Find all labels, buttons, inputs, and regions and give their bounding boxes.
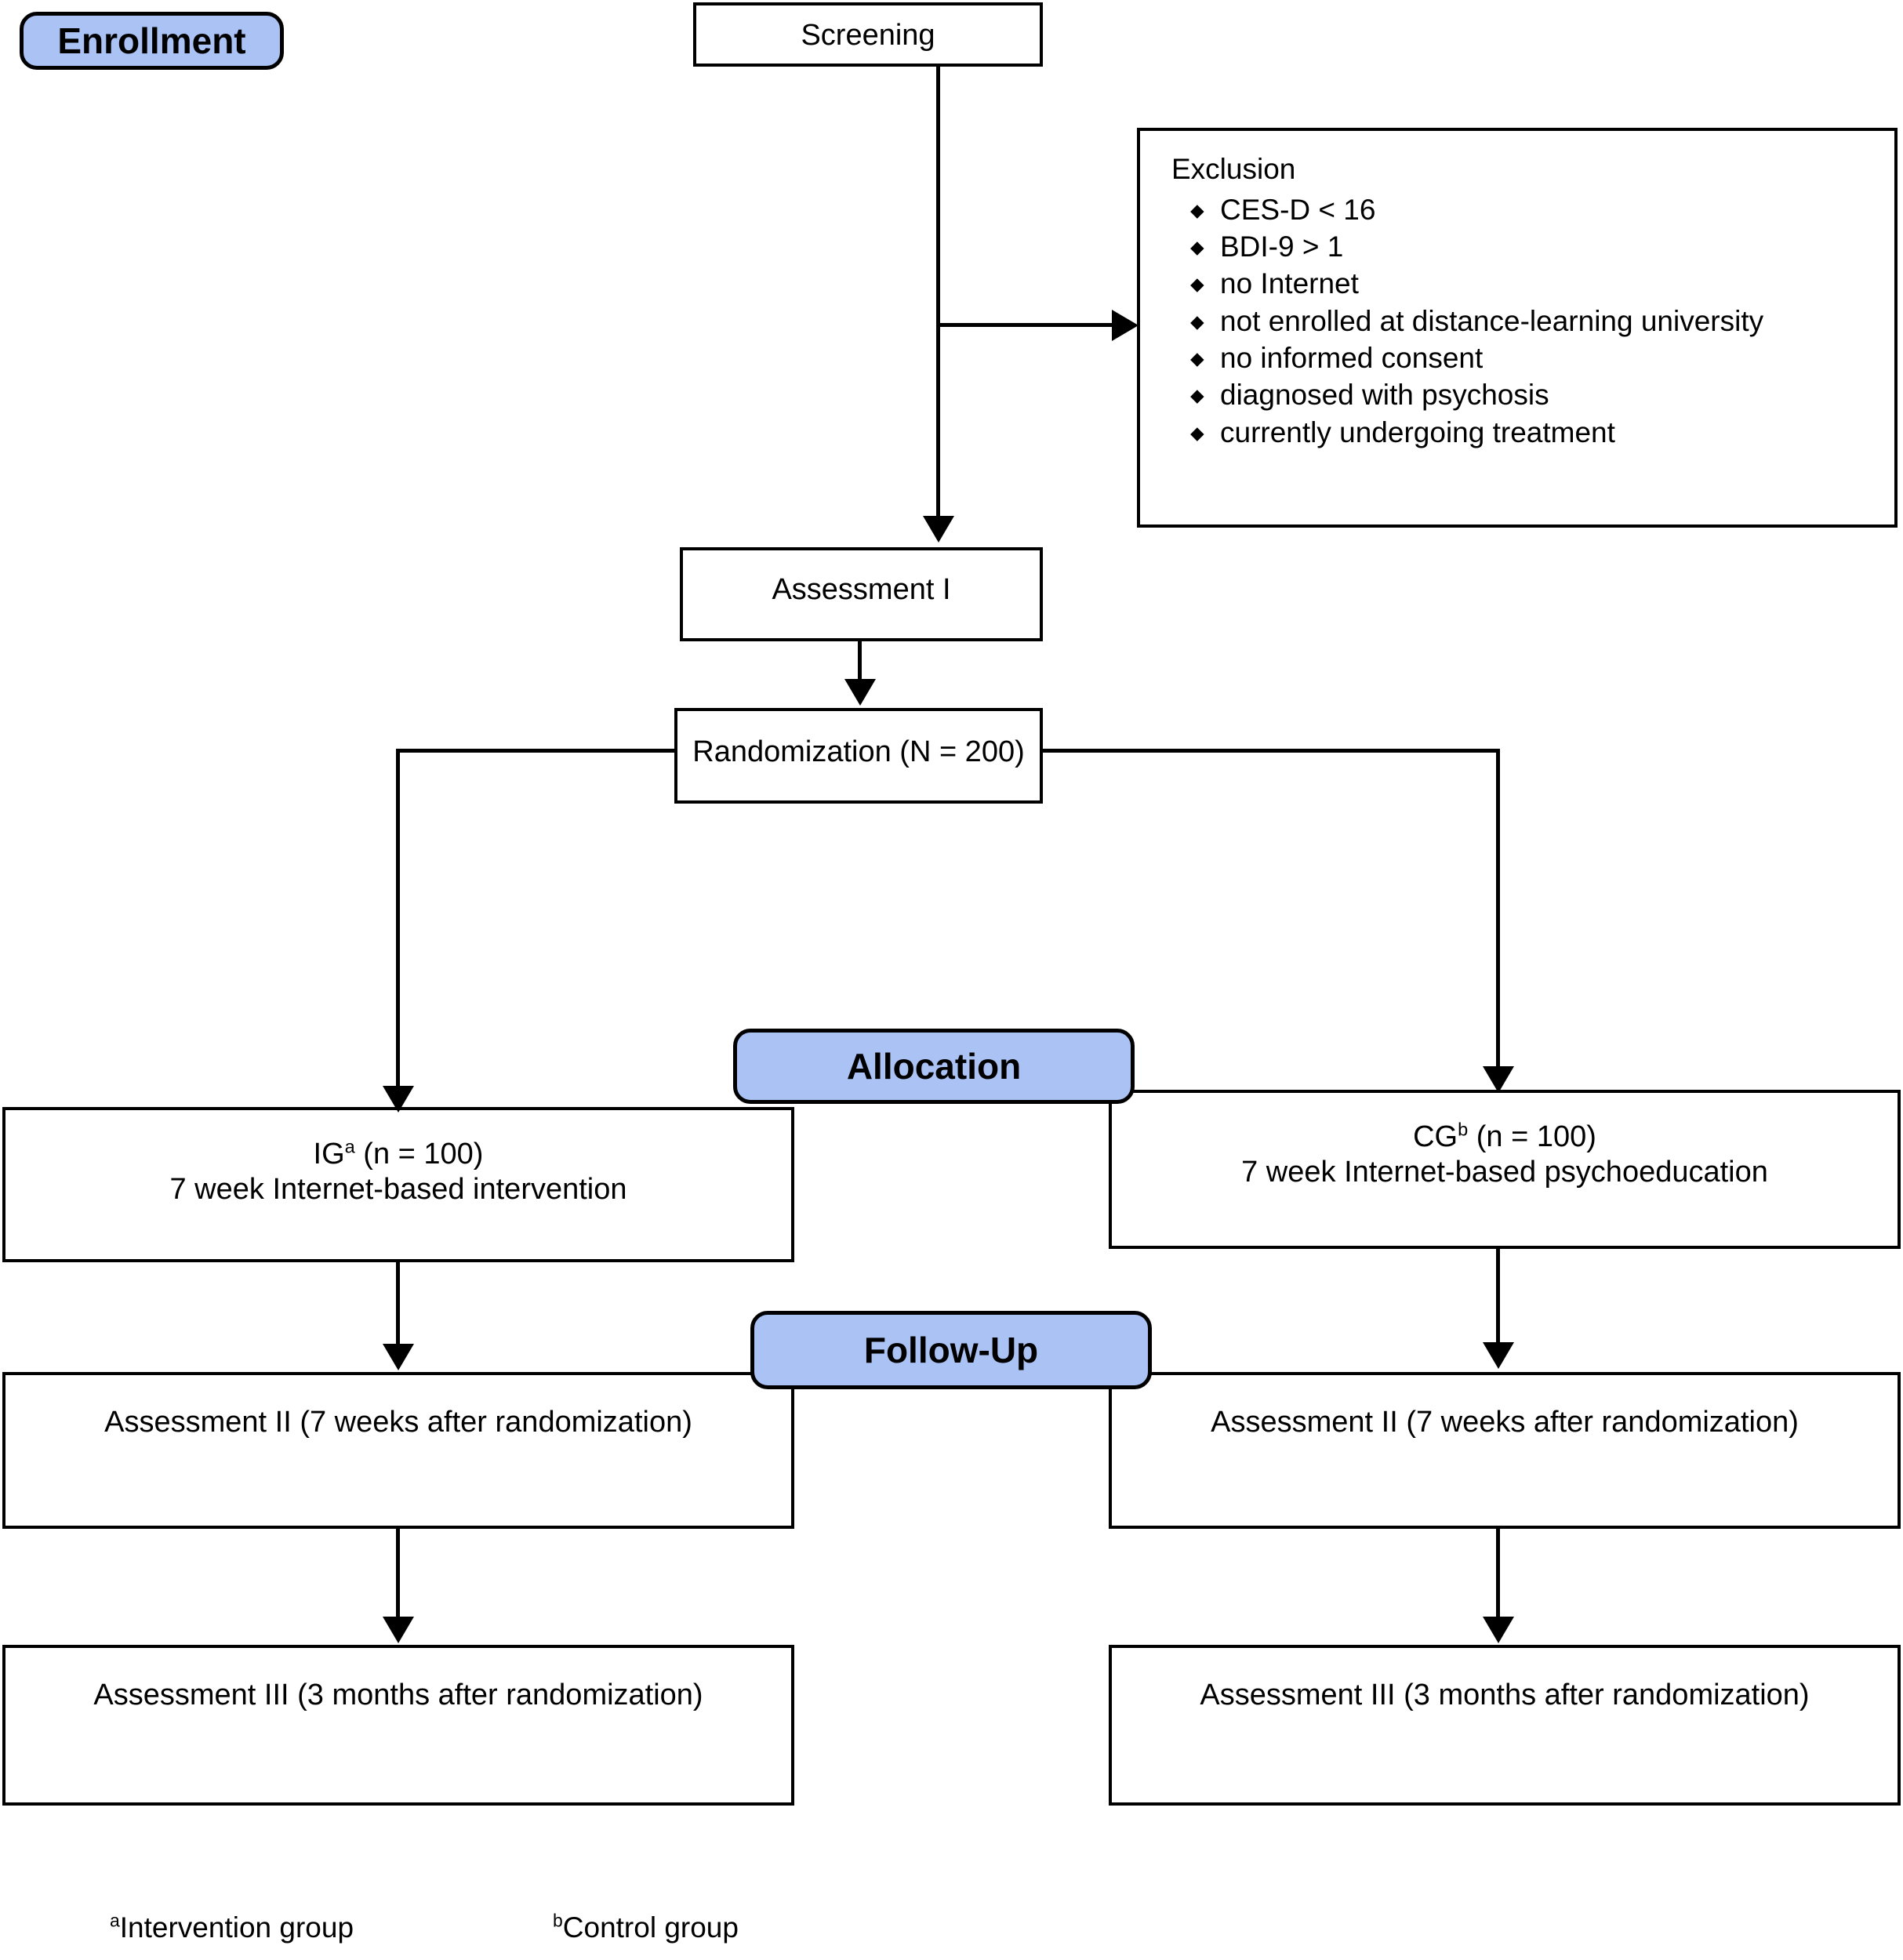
exclusion-item: BDI-9 > 1 bbox=[1171, 228, 1894, 265]
footnote-marker-b: b bbox=[553, 1910, 563, 1931]
connector-ig-to-assessment2 bbox=[396, 1262, 400, 1346]
node-assessment-3-intervention: Assessment III (3 months after randomiza… bbox=[2, 1645, 794, 1806]
arrowhead-screening-to-exclusion bbox=[1112, 310, 1139, 341]
connector-left-arm-vertical bbox=[396, 749, 400, 1105]
arrowhead-screening-to-assessment1 bbox=[923, 516, 954, 543]
assessment3-right-label: Assessment III (3 months after randomiza… bbox=[1200, 1679, 1810, 1711]
stage-banner-allocation: Allocation bbox=[733, 1029, 1135, 1104]
connector-assessment2-to-assessment3-left bbox=[396, 1529, 400, 1619]
connector-assessment1-to-randomization bbox=[858, 641, 862, 682]
stage-banner-followup: Follow-Up bbox=[750, 1311, 1152, 1389]
connector-assessment2-to-assessment3-right bbox=[1496, 1529, 1500, 1619]
assessment2-left-label: Assessment II (7 weeks after randomizati… bbox=[104, 1406, 692, 1439]
node-randomization: Randomization (N = 200) bbox=[674, 708, 1043, 804]
cg-label: CGb (n = 100)7 week Internet-based psych… bbox=[1241, 1120, 1768, 1190]
arrowhead-assessment2-to-assessment3-left bbox=[383, 1617, 414, 1643]
connector-cg-to-assessment2 bbox=[1496, 1249, 1500, 1345]
exclusion-title: Exclusion bbox=[1171, 153, 1296, 185]
exclusion-item: diagnosed with psychosis bbox=[1171, 376, 1894, 413]
exclusion-item: CES-D < 16 bbox=[1171, 191, 1894, 228]
node-screening: Screening bbox=[693, 2, 1043, 67]
arrowhead-randomization-to-ig bbox=[383, 1086, 414, 1112]
cg-prefix: CG bbox=[1413, 1120, 1458, 1153]
exclusion-item: no informed consent bbox=[1171, 339, 1894, 376]
arrowhead-randomization-to-cg bbox=[1483, 1066, 1514, 1093]
exclusion-item: currently undergoing treatment bbox=[1171, 414, 1894, 451]
node-assessment-2-control: Assessment II (7 weeks after randomizati… bbox=[1109, 1372, 1901, 1529]
footnote-text-a: Intervention group bbox=[119, 1911, 354, 1944]
cg-superscript: b bbox=[1458, 1119, 1469, 1140]
footnote-control-group: bControl group bbox=[553, 1911, 739, 1944]
node-assessment-3-control: Assessment III (3 months after randomiza… bbox=[1109, 1645, 1901, 1806]
stage-banner-enrollment: Enrollment bbox=[20, 12, 284, 70]
connector-right-arm-vertical bbox=[1496, 749, 1500, 1086]
assessment2-right-label: Assessment II (7 weeks after randomizati… bbox=[1211, 1406, 1799, 1439]
assessment1-label: Assessment I bbox=[772, 573, 951, 606]
exclusion-item: not enrolled at distance-learning univer… bbox=[1171, 303, 1894, 339]
node-assessment-2-intervention: Assessment II (7 weeks after randomizati… bbox=[2, 1372, 794, 1529]
arrowhead-assessment2-to-assessment3-right bbox=[1483, 1617, 1514, 1643]
arrowhead-ig-to-assessment2 bbox=[383, 1344, 414, 1370]
node-assessment-1: Assessment I bbox=[680, 547, 1043, 641]
node-intervention-group: IGa (n = 100)7 week Internet-based inter… bbox=[2, 1107, 794, 1262]
screening-label: Screening bbox=[801, 19, 935, 52]
connector-randomization-right bbox=[1041, 749, 1500, 753]
node-exclusion-criteria: Exclusion CES-D < 16 BDI-9 > 1 no Intern… bbox=[1137, 128, 1898, 528]
ig-suffix: (n = 100) bbox=[354, 1138, 484, 1171]
footnote-text-b: Control group bbox=[562, 1911, 739, 1944]
connector-screening-to-exclusion bbox=[936, 323, 1121, 327]
arrowhead-cg-to-assessment2 bbox=[1483, 1342, 1514, 1369]
connector-screening-to-assessment1 bbox=[936, 67, 940, 517]
ig-superscript: a bbox=[344, 1136, 355, 1157]
arrowhead-assessment1-to-randomization bbox=[844, 679, 876, 706]
exclusion-criteria-list: CES-D < 16 BDI-9 > 1 no Internet not enr… bbox=[1171, 191, 1894, 452]
ig-description: 7 week Internet-based intervention bbox=[169, 1172, 627, 1206]
ig-prefix: IG bbox=[313, 1138, 345, 1171]
exclusion-item: no Internet bbox=[1171, 265, 1894, 302]
connector-randomization-left bbox=[396, 749, 676, 753]
footnotes: aIntervention group bControl group bbox=[0, 1905, 1903, 1960]
enrollment-banner-label: Enrollment bbox=[57, 20, 246, 61]
allocation-banner-label: Allocation bbox=[846, 1046, 1022, 1087]
followup-banner-label: Follow-Up bbox=[863, 1330, 1039, 1370]
ig-label: IGa (n = 100)7 week Internet-based inter… bbox=[169, 1137, 626, 1207]
footnote-intervention-group: aIntervention group bbox=[110, 1911, 354, 1944]
cg-suffix: (n = 100) bbox=[1468, 1120, 1596, 1153]
assessment3-left-label: Assessment III (3 months after randomiza… bbox=[93, 1679, 703, 1711]
footnote-marker-a: a bbox=[110, 1910, 120, 1931]
cg-description: 7 week Internet-based psychoeducation bbox=[1241, 1155, 1768, 1189]
randomization-label: Randomization (N = 200) bbox=[692, 735, 1025, 768]
node-control-group: CGb (n = 100)7 week Internet-based psych… bbox=[1109, 1090, 1901, 1249]
